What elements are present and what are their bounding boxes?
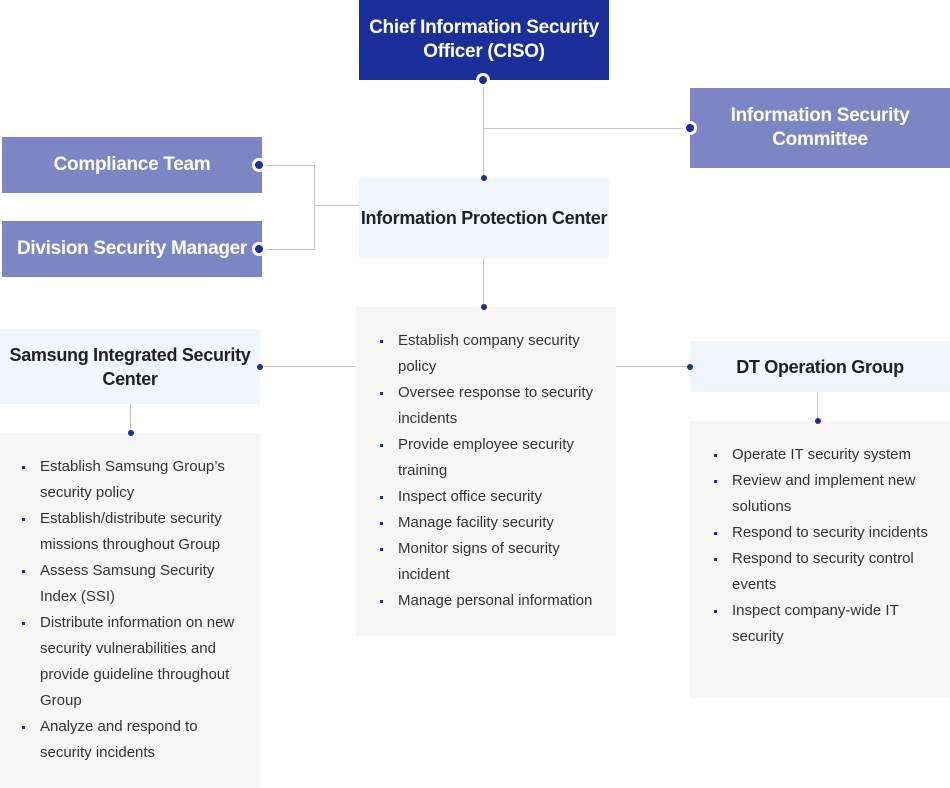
list-item: Review and implement new solutions — [712, 468, 940, 520]
list-item: Operate IT security system — [712, 442, 940, 468]
list-item: Establish/distribute security missions t… — [20, 506, 250, 558]
connector-dt-to-list — [817, 392, 818, 421]
connector-center-to-left — [260, 366, 356, 367]
connector-bracket-vertical — [314, 165, 315, 250]
list-item: Establish Samsung Group’s security polic… — [20, 454, 250, 506]
connector-to-committee — [483, 128, 690, 129]
list-item: Analyze and respond to security incident… — [20, 714, 250, 766]
information-protection-center-node: Information Protection Center — [359, 178, 609, 258]
compliance-connector-dot — [252, 158, 266, 172]
list-item: Manage facility security — [378, 510, 606, 536]
list-item: Oversee response to security incidents — [378, 380, 606, 432]
connector-ciso-to-ipc — [483, 80, 484, 178]
ipc-duties-list: Establish company security policy Overse… — [356, 307, 616, 636]
dt-duties-list: Operate IT security system Review and im… — [690, 421, 950, 698]
dsm-connector-dot — [252, 242, 266, 256]
samsung-integrated-security-center-node: Samsung Integrated Security Center — [0, 329, 260, 404]
division-security-manager-node: Division Security Manager — [2, 221, 262, 277]
ciso-connector-dot — [476, 73, 490, 87]
list-item: Respond to security control events — [712, 546, 940, 598]
list-item: Respond to security incidents — [712, 520, 940, 546]
sisc-duties-list: Establish Samsung Group’s security polic… — [0, 433, 260, 788]
list-item: Inspect office security — [378, 484, 606, 510]
list-item: Manage personal information — [378, 588, 606, 614]
connector-sisc-to-list — [130, 404, 131, 433]
connector-bracket-to-ipc — [314, 205, 359, 206]
connector-dsm — [262, 249, 315, 250]
connector-compliance — [262, 165, 315, 166]
connector-center-to-right — [616, 366, 690, 367]
sisc-connector-dot — [257, 364, 263, 370]
sisc-list-dot — [128, 430, 134, 436]
dt-connector-dot — [687, 364, 693, 370]
ipc-top-dot — [481, 175, 487, 181]
list-item: Monitor signs of security incident — [378, 536, 606, 588]
connector-ipc-to-list — [483, 258, 484, 307]
dt-list-dot — [815, 418, 821, 424]
security-committee-node: Information Security Committee — [690, 88, 950, 168]
list-item: Distribute information on new security v… — [20, 610, 250, 714]
list-item: Inspect company-wide IT security — [712, 598, 940, 650]
center-list-dot — [481, 304, 487, 310]
list-item: Assess Samsung Security Index (SSI) — [20, 558, 250, 610]
dt-operation-group-node: DT Operation Group — [690, 341, 950, 392]
ciso-node: Chief Information Security Officer (CISO… — [359, 0, 609, 80]
committee-connector-dot — [683, 121, 697, 135]
compliance-team-node: Compliance Team — [2, 137, 262, 193]
list-item: Provide employee security training — [378, 432, 606, 484]
list-item: Establish company security policy — [378, 328, 606, 380]
